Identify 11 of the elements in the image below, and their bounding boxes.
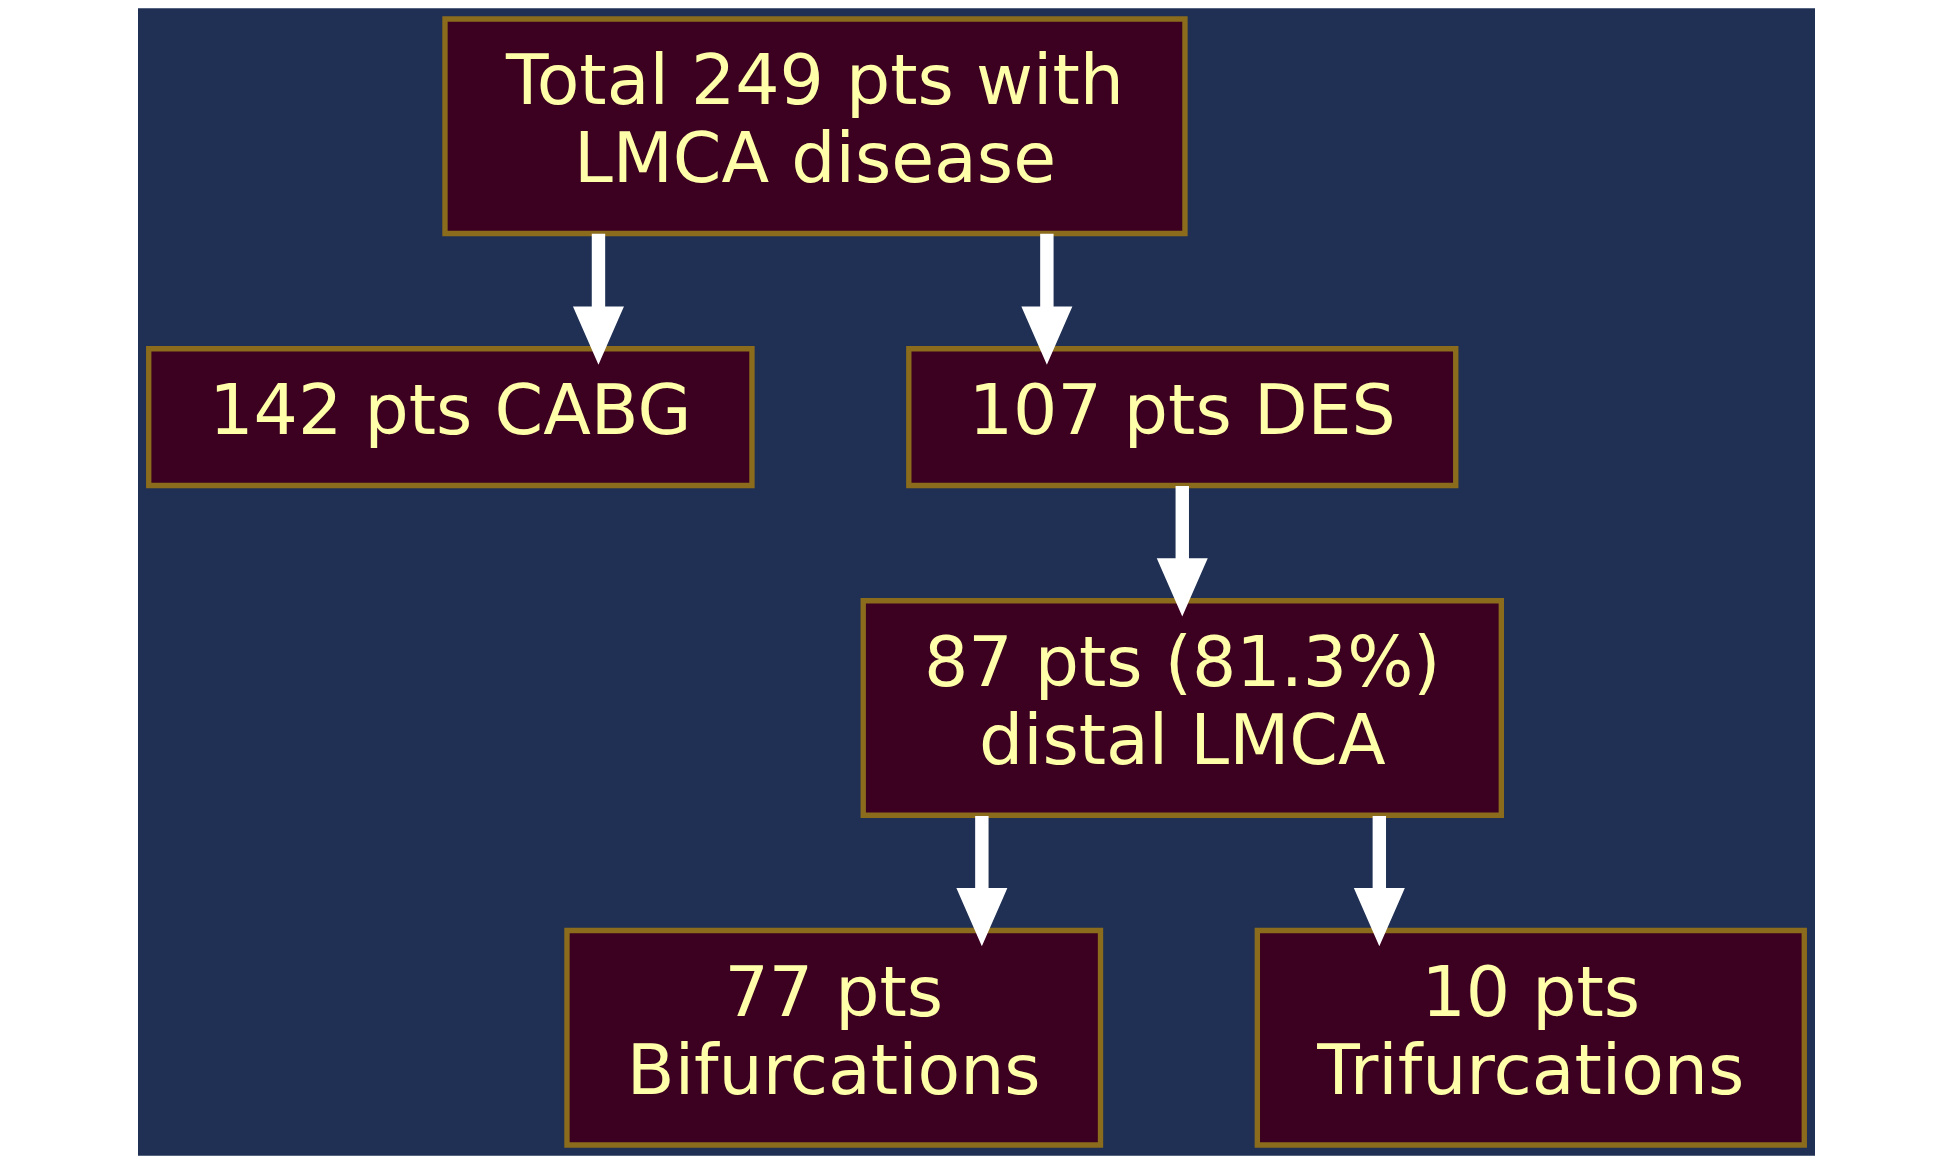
arrow xyxy=(1156,486,1208,617)
node-box: 77 pts Bifurcations xyxy=(564,927,1104,1148)
arrow xyxy=(1021,233,1073,365)
arrow xyxy=(956,816,1008,947)
node-box: 107 pts DES xyxy=(906,346,1459,489)
node-box: Total 249 pts with LMCA disease xyxy=(442,16,1188,237)
arrow xyxy=(1353,816,1405,947)
arrow xyxy=(572,233,624,365)
node-box: 87 pts (81.3%) distal LMCA xyxy=(860,598,1504,818)
node-box: 142 pts CABG xyxy=(146,346,755,489)
node-box: 10 pts Trifurcations xyxy=(1254,927,1807,1148)
